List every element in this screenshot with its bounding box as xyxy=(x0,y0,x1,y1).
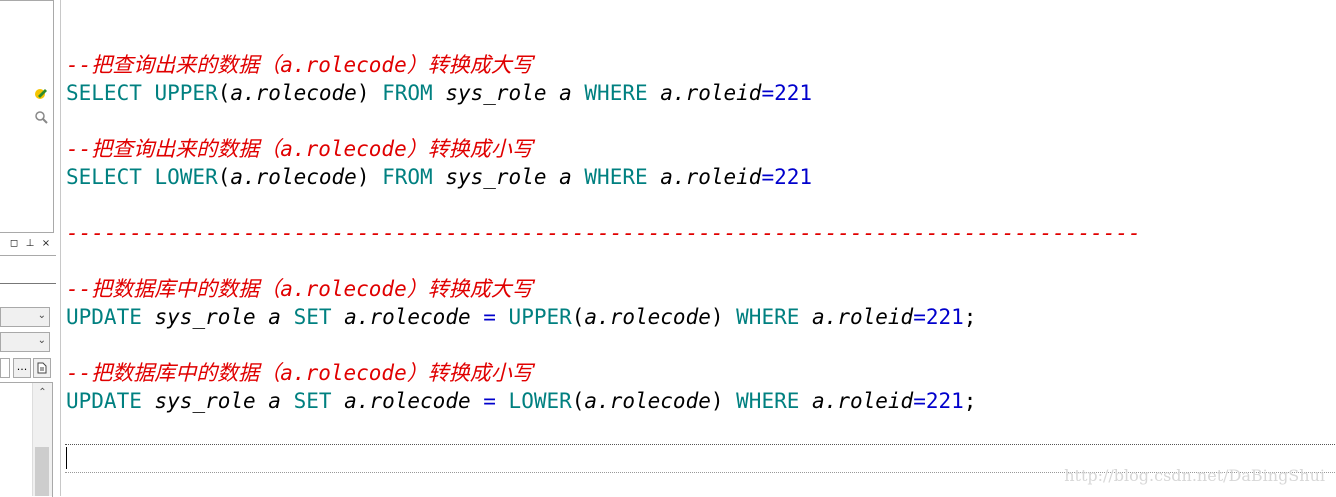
code-token: a.roleid xyxy=(812,305,914,329)
code-token: ( xyxy=(217,165,231,189)
code-token: = xyxy=(761,165,775,189)
code-token: UPDATE xyxy=(66,305,155,329)
code-token: a.roleid xyxy=(660,165,762,189)
chevron-down-icon: ⌄ xyxy=(37,310,46,321)
browse-button[interactable]: ... xyxy=(13,358,31,378)
panel-toolbar: ◻ ⊥ × xyxy=(0,236,56,256)
pin-icon[interactable]: ⊥ xyxy=(25,238,35,249)
code-token: = xyxy=(913,389,926,413)
code-token: 221 xyxy=(774,165,813,189)
document-button[interactable] xyxy=(33,358,51,378)
owner-select[interactable]: ⌄ xyxy=(0,332,50,352)
code-token: = xyxy=(913,305,926,329)
code-token: FROM xyxy=(369,165,446,189)
edit-pencil-icon[interactable] xyxy=(34,86,48,100)
code-token: a.rolecode xyxy=(230,165,357,189)
code-token: SELECT LOWER xyxy=(66,165,218,189)
code-token: ) xyxy=(356,81,370,105)
scrollbar-thumb[interactable] xyxy=(35,447,49,496)
code-token: --把查询出来的数据（a.rolecode）转换成大写 xyxy=(66,53,533,77)
code-token: WHERE xyxy=(571,165,661,189)
code-token: a.rolecode xyxy=(584,389,711,413)
code-token: a.roleid xyxy=(812,389,914,413)
watermark: http://blog.csdn.net/DaBingShui xyxy=(1064,466,1325,485)
code-line[interactable]: SELECT LOWER(a.rolecode) FROM sys_role a… xyxy=(66,163,812,191)
code-token: sys_role a xyxy=(154,389,281,413)
code-line[interactable]: UPDATE sys_role a SET a.rolecode = UPPER… xyxy=(66,303,976,331)
code-token: WHERE xyxy=(723,389,813,413)
panel-divider xyxy=(0,283,56,284)
code-token: ) xyxy=(710,389,724,413)
code-token: 221 xyxy=(925,305,964,329)
code-token: --把查询出来的数据（a.rolecode）转换成小写 xyxy=(66,137,533,161)
scroll-up-icon[interactable]: ⌃ xyxy=(38,387,47,398)
code-token: FROM xyxy=(369,81,446,105)
code-token: ) xyxy=(710,305,724,329)
code-line[interactable]: --把查询出来的数据（a.rolecode）转换成小写 xyxy=(66,135,533,163)
code-token: = xyxy=(761,81,775,105)
code-token: UPPER xyxy=(508,305,572,329)
code-line[interactable]: --把数据库中的数据（a.rolecode）转换成大写 xyxy=(66,275,533,303)
code-line[interactable]: SELECT UPPER(a.rolecode) FROM sys_role a… xyxy=(66,79,812,107)
code-token: --把数据库中的数据（a.rolecode）转换成小写 xyxy=(66,361,533,385)
code-token: --把数据库中的数据（a.rolecode）转换成大写 xyxy=(66,277,533,301)
code-token: ) xyxy=(356,165,370,189)
code-token: SELECT UPPER xyxy=(66,81,218,105)
code-token: = xyxy=(470,305,509,329)
code-token: a.rolecode xyxy=(344,305,471,329)
code-token: ( xyxy=(217,81,231,105)
filter-input[interactable] xyxy=(0,358,10,378)
code-token: 221 xyxy=(925,389,964,413)
current-line-highlight xyxy=(65,444,1336,473)
code-token: SET xyxy=(280,389,345,413)
code-line[interactable]: --把数据库中的数据（a.rolecode）转换成小写 xyxy=(66,359,533,387)
code-token: sys_role a xyxy=(154,305,281,329)
code-token: ----------------------------------------… xyxy=(66,221,1141,245)
document-icon xyxy=(37,362,47,374)
object-type-select[interactable]: ⌄ xyxy=(0,307,50,327)
code-token: 221 xyxy=(774,81,813,105)
code-token: a.rolecode xyxy=(344,389,471,413)
chevron-down-icon: ⌄ xyxy=(37,335,46,346)
code-token: sys_role a xyxy=(445,165,572,189)
vertical-scrollbar[interactable]: ⌃ xyxy=(32,383,52,496)
object-list[interactable] xyxy=(0,382,53,497)
code-token: sys_role a xyxy=(445,81,572,105)
left-side-panel: ◻ ⊥ × ⌄ ⌄ ... ⌃ xyxy=(0,0,56,497)
text-caret xyxy=(66,447,67,469)
restore-icon[interactable]: ◻ xyxy=(9,238,19,249)
close-icon[interactable]: × xyxy=(41,238,51,249)
code-token: LOWER xyxy=(508,389,572,413)
code-token: ( xyxy=(571,389,585,413)
code-token: WHERE xyxy=(723,305,813,329)
magnifier-icon[interactable] xyxy=(34,110,48,124)
code-token: a.rolecode xyxy=(230,81,357,105)
code-line[interactable]: ----------------------------------------… xyxy=(66,219,1141,247)
code-token: ( xyxy=(571,305,585,329)
code-line[interactable]: --把查询出来的数据（a.rolecode）转换成大写 xyxy=(66,51,533,79)
object-tree-panel[interactable] xyxy=(0,0,54,233)
code-token: SET xyxy=(280,305,345,329)
code-token: = xyxy=(470,389,509,413)
code-token: WHERE xyxy=(571,81,661,105)
code-token: ; xyxy=(963,389,977,413)
code-token: a.roleid xyxy=(660,81,762,105)
code-token: ; xyxy=(963,305,977,329)
code-token: a.rolecode xyxy=(584,305,711,329)
code-token: UPDATE xyxy=(66,389,155,413)
code-line[interactable]: UPDATE sys_role a SET a.rolecode = LOWER… xyxy=(66,387,976,415)
